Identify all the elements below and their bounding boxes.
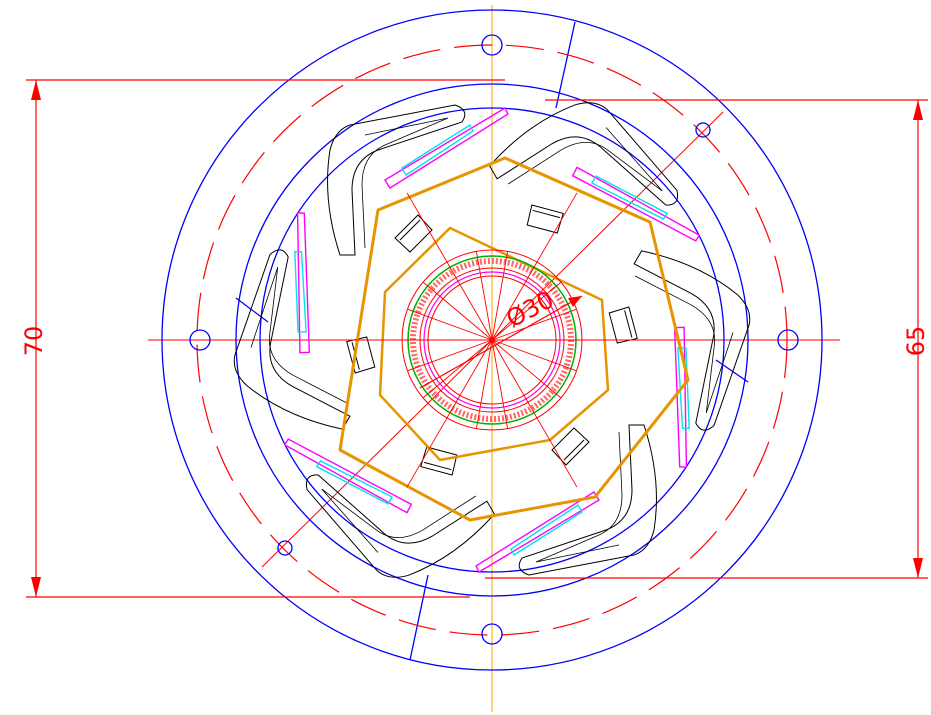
radial-ray [491,339,578,488]
strip-magenta [571,166,701,242]
right-dim-arrow-top [913,100,923,120]
strip-magenta [673,326,688,469]
radial-ray [422,339,493,399]
mounting-hole-top [481,34,503,56]
segment-inner-outline [321,488,477,553]
housing-split-line-right [715,359,749,383]
strip-cyan [510,504,583,557]
inner-housing-circle [235,83,749,597]
housing [161,9,823,671]
segment-body [518,424,657,576]
segment-inner-outline [361,117,449,249]
segment-inner-outline [634,275,734,414]
bolt-circle [196,44,788,636]
cam-hexagon-outer [338,156,690,522]
left-dimension [26,79,505,598]
segment-4 [475,424,657,576]
segment-block [608,306,638,344]
bore-diameter-arrow [568,296,582,307]
right-dim-arrow-bottom [913,558,923,578]
mounting-hole-upper-right [695,122,711,138]
segment-block [551,427,590,466]
radial-ray [491,339,562,399]
segment-block [346,336,376,374]
cam-path [338,156,690,522]
strip-magenta [283,438,413,514]
strip-magenta [296,211,311,354]
radial-ray [491,192,578,341]
radial-ray [407,308,493,341]
segment-body [305,474,496,578]
left-dimension-label: 70 [20,326,48,357]
strip-cyan [590,175,669,220]
radial-rays [322,192,662,488]
mounting-hole-left [189,329,211,351]
radial-ray [422,281,493,341]
radial-ray [491,339,509,429]
strip-cyan [401,123,474,176]
segment-block [526,204,564,234]
mounting-hole-lower-left [277,540,293,556]
segment-body [488,102,679,206]
mounting-holes [189,34,799,645]
radial-ray [406,339,493,488]
segment-body [633,250,751,431]
mounting-hole-right [777,329,799,351]
segment-5 [283,438,496,578]
segment-block [394,214,433,253]
right-dimension-label: 65 [902,326,930,357]
segment-inner-outline [250,266,350,405]
radial-ray [475,339,493,429]
strip-magenta [384,107,509,189]
segment-1 [327,104,509,256]
segment-ring-circle [259,107,725,573]
mounting-hole-bottom [481,623,503,645]
cam-hexagon-inner [378,226,610,462]
segment-2 [488,102,701,242]
radial-ray [406,192,493,341]
strip-cyan [294,250,307,333]
radial-ray [491,251,509,341]
right-dimension [485,99,928,579]
segment-6 [233,211,376,430]
housing-split-line-bottom [409,574,429,661]
radial-ray [407,339,493,372]
segments [233,102,751,578]
segment-body [327,104,466,256]
strip-cyan [315,460,394,505]
housing-split-line-top [555,21,576,109]
bore-diameter-dimension: Ø30 [419,285,583,389]
segment-3 [608,250,751,469]
radial-ray [475,251,493,341]
center-lines [148,5,840,712]
segment-inner-outline [507,127,663,192]
left-dim-arrow-bottom [31,577,41,597]
segment-body [233,249,351,430]
bore-diameter-leader [419,295,583,389]
radial-ray [491,308,577,341]
outer-housing-circle [161,9,823,671]
segment-block [420,446,458,476]
housing-split-line-left [235,297,269,323]
radial-ray [491,281,562,341]
segment-inner-outline [535,431,623,563]
left-dim-arrow-top [31,80,41,100]
radial-ray [491,339,577,372]
